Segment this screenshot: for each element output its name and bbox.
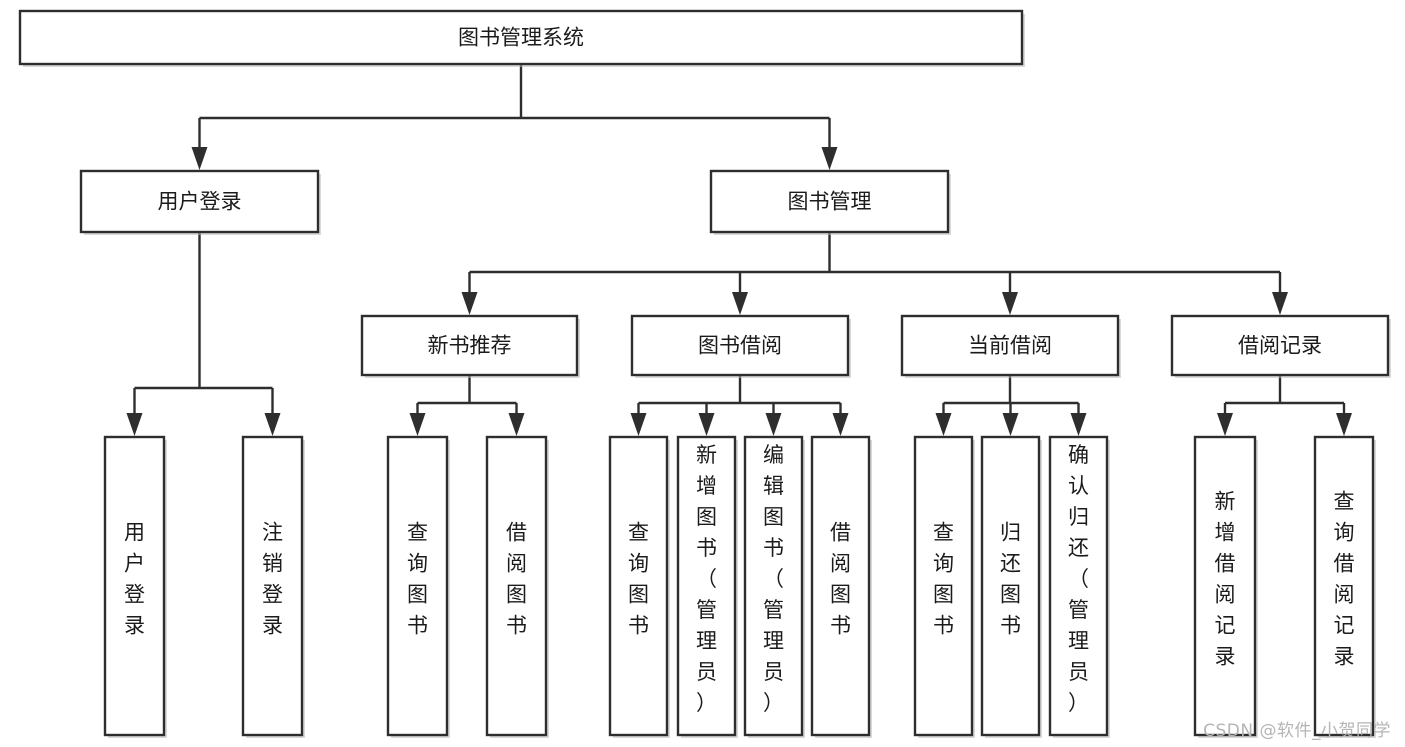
node-label: 图书管理 [788, 190, 872, 214]
node-label: 查询图书 [407, 521, 428, 638]
node-root[interactable]: 图书管理系统 [18, 9, 1025, 67]
edges-layer [126, 64, 1352, 436]
node-label: 借阅图书 [830, 521, 851, 638]
node-label: 查询借阅记录 [1334, 490, 1355, 669]
node-leaf-rec-query[interactable]: 查询图书 [386, 435, 450, 738]
node-label: 图书借阅 [698, 334, 782, 358]
node-leaf-bb-add[interactable]: 新增图书（管理员） [676, 435, 738, 738]
node-leaf-cb-return[interactable]: 归还图书 [980, 435, 1042, 738]
node-leaf-br-query[interactable]: 查询借阅记录 [1313, 435, 1376, 738]
node-label: 用户登录 [158, 190, 242, 214]
edge-group-book-manage [461, 232, 1288, 315]
node-borrow-record[interactable]: 借阅记录 [1170, 314, 1391, 378]
nodes-layer: 图书管理系统用户登录图书管理新书推荐图书借阅当前借阅借阅记录用户登录注销登录查询… [18, 9, 1391, 738]
node-label: 当前借阅 [968, 334, 1052, 358]
edge-group-user-login [126, 232, 281, 436]
node-label: 查询图书 [628, 521, 649, 638]
node-label: 归还图书 [1000, 521, 1021, 638]
node-label: 新书推荐 [428, 334, 512, 358]
node-label: 注销登录 [262, 521, 283, 638]
node-leaf-cb-query[interactable]: 查询图书 [913, 435, 975, 738]
node-leaf-bb-edit[interactable]: 编辑图书（管理员） [743, 435, 805, 738]
node-label: 查询图书 [933, 521, 954, 638]
node-label: 新增借阅记录 [1215, 490, 1236, 669]
node-user-login[interactable]: 用户登录 [79, 169, 321, 235]
node-book-borrow[interactable]: 图书借阅 [630, 314, 851, 378]
node-leaf-bb-query[interactable]: 查询图书 [608, 435, 670, 738]
node-leaf-user-logout[interactable]: 注销登录 [241, 435, 305, 738]
node-label: 编辑图书（管理员） [763, 443, 784, 715]
node-label: 借阅图书 [506, 521, 527, 638]
edge-group-book-borrow [630, 375, 849, 436]
edge-group-root [191, 64, 838, 170]
node-leaf-user-login[interactable]: 用户登录 [103, 435, 167, 738]
node-label: 图书管理系统 [458, 26, 584, 50]
node-label: 确认归还（管理员） [1068, 443, 1089, 715]
node-new-book-rec[interactable]: 新书推荐 [360, 314, 580, 378]
node-current-borrow[interactable]: 当前借阅 [900, 314, 1121, 378]
node-leaf-bb-borrow[interactable]: 借阅图书 [810, 435, 872, 738]
node-book-manage[interactable]: 图书管理 [709, 169, 951, 235]
node-leaf-br-add[interactable]: 新增借阅记录 [1193, 435, 1258, 738]
node-label: 借阅记录 [1238, 334, 1322, 358]
edge-group-new-book-rec [409, 375, 525, 436]
node-label: 用户登录 [124, 521, 145, 638]
node-label: 新增图书（管理员） [696, 443, 717, 715]
edge-group-current-borrow [935, 375, 1087, 436]
watermark-credit: CSDN @软件_小贺同学 [1203, 721, 1391, 741]
node-leaf-cb-confirm[interactable]: 确认归还（管理员） [1048, 435, 1110, 738]
node-leaf-rec-borrow[interactable]: 借阅图书 [485, 435, 549, 738]
edge-group-borrow-record [1217, 375, 1352, 436]
